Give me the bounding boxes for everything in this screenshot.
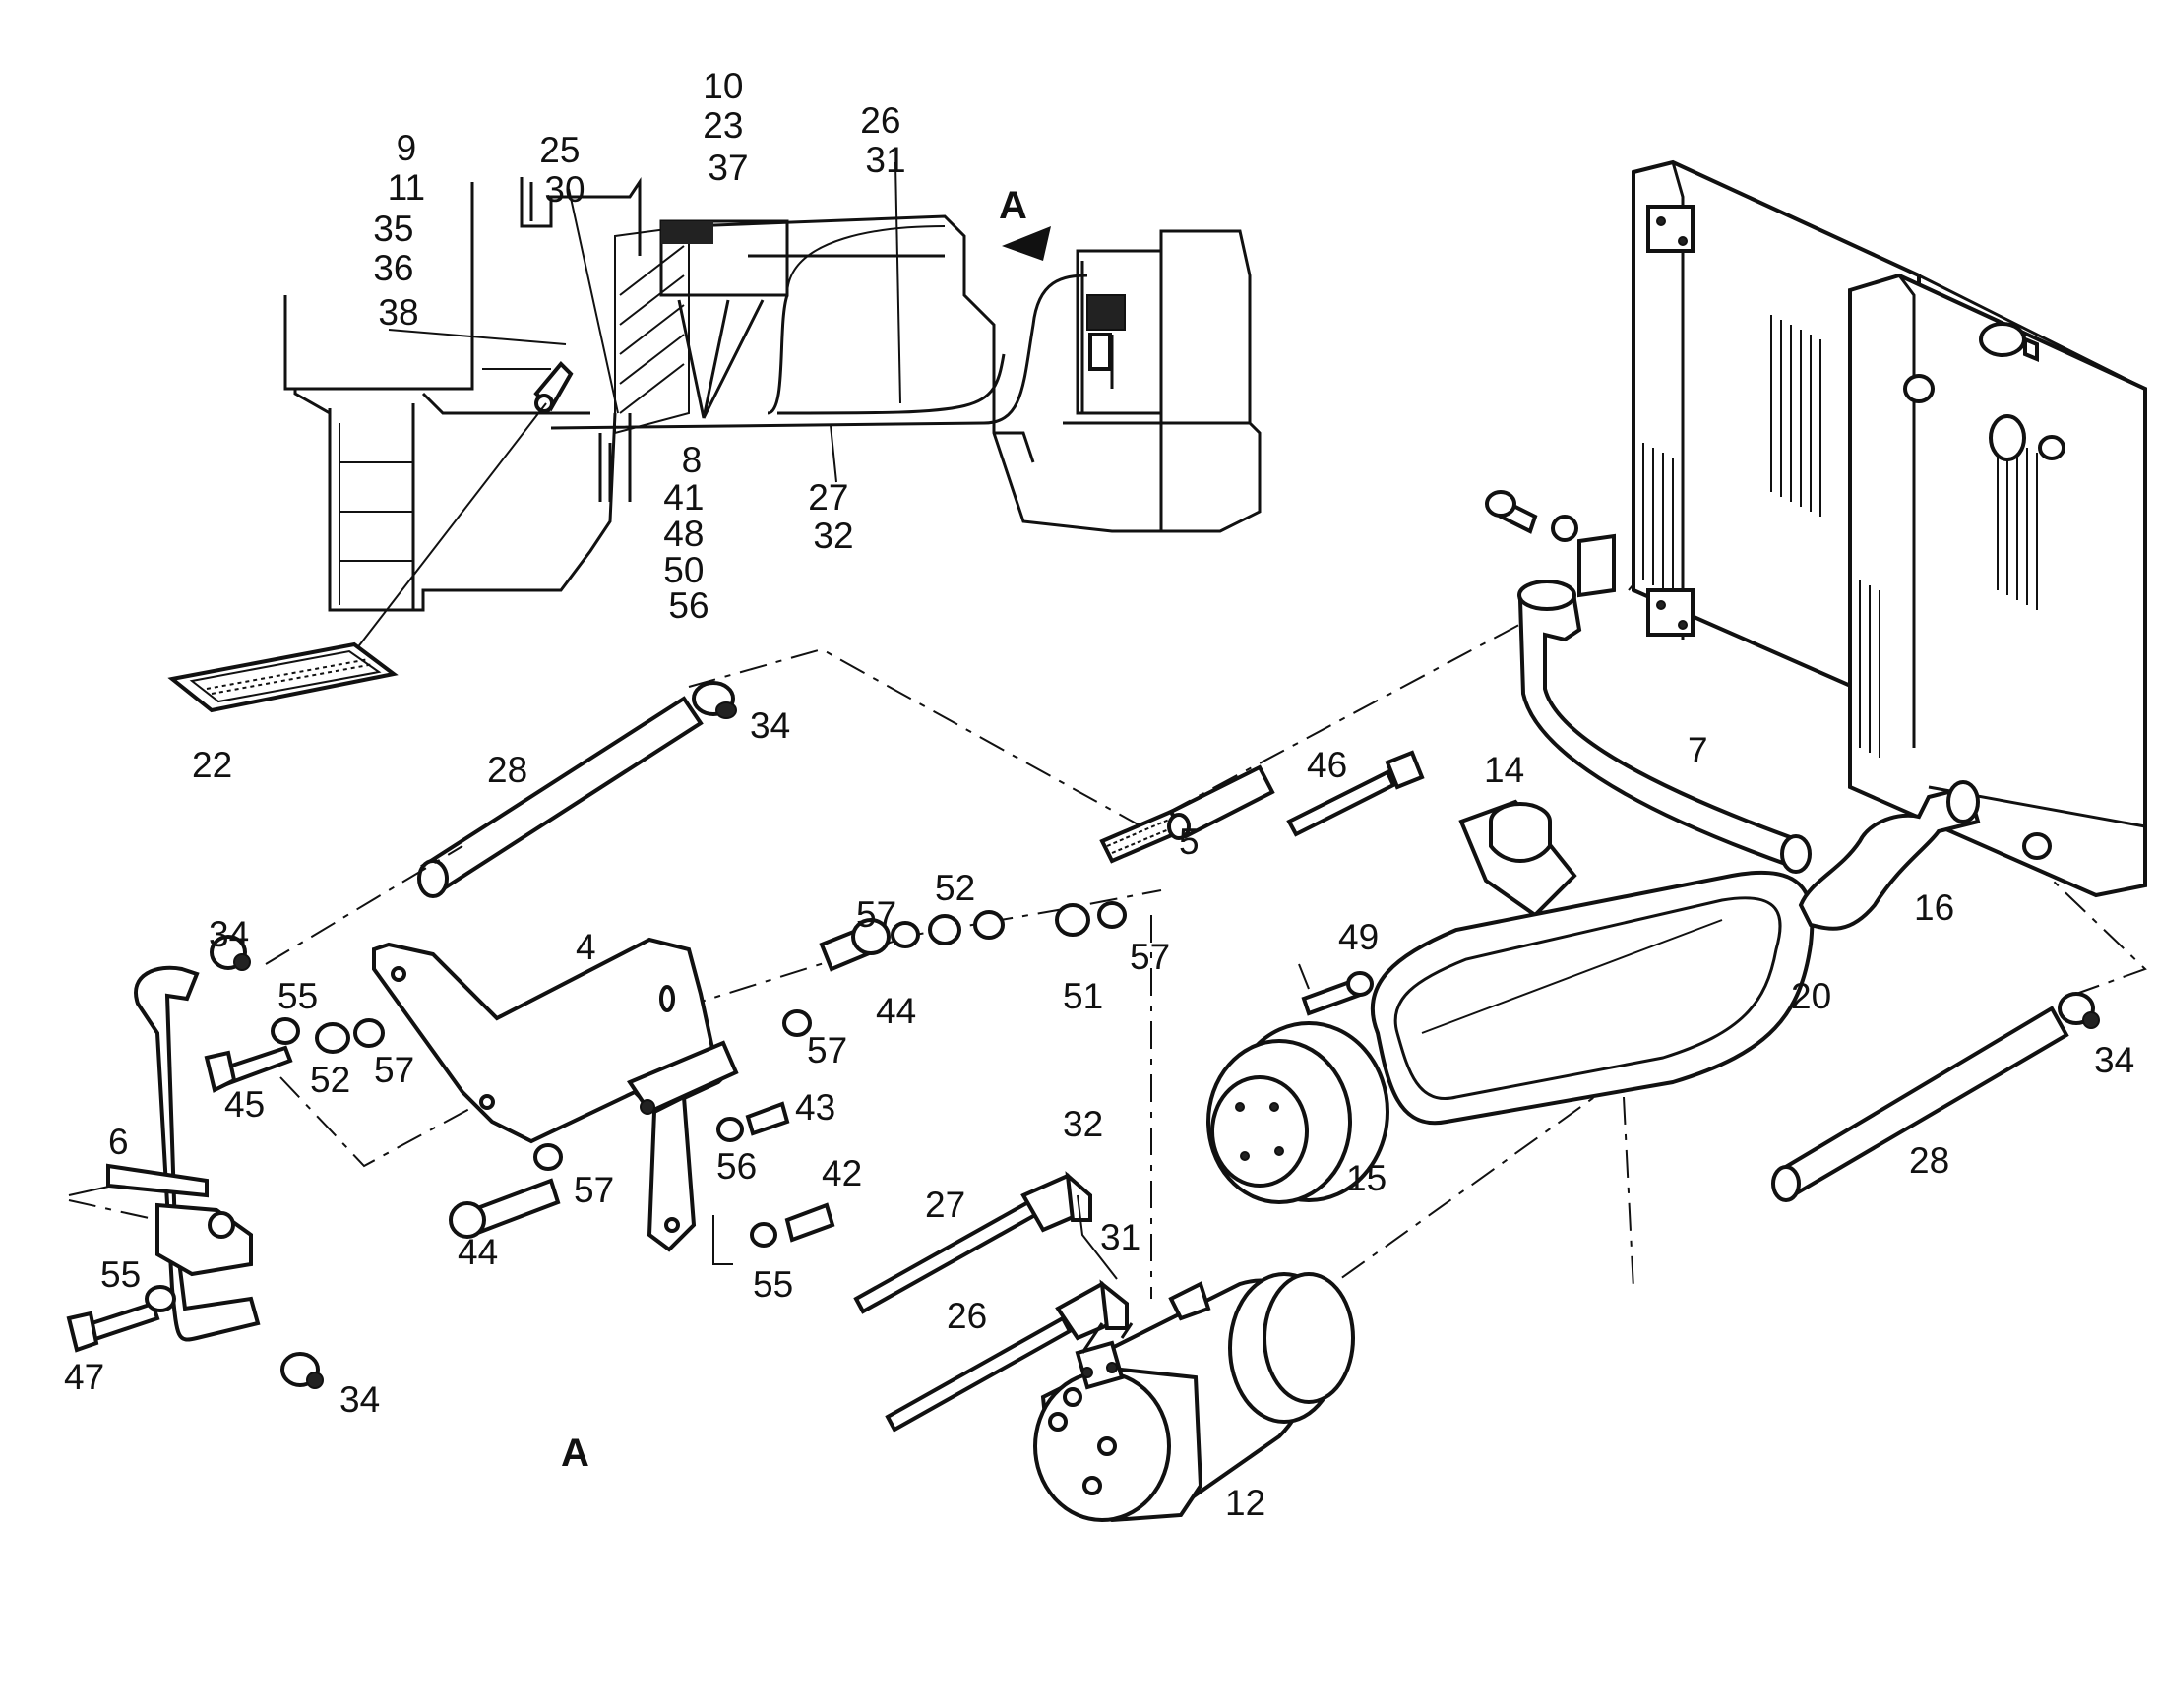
label-22: 22 — [192, 745, 232, 785]
label-57: 57 — [374, 1050, 414, 1090]
pulley-15 — [1206, 1021, 1389, 1204]
label-28: 28 — [487, 750, 527, 790]
fasteners-left — [66, 1017, 385, 1353]
label-32: 32 — [1063, 1104, 1103, 1144]
spacer-5-bolt-46 — [1055, 750, 1425, 937]
hose-16 — [1798, 780, 1981, 931]
label-52: 52 — [935, 868, 975, 908]
label-46: 46 — [1307, 745, 1347, 785]
callout-27-group: 27 32 — [808, 477, 858, 556]
clamp-34-left — [210, 935, 251, 971]
radiator-pipe-7 — [1517, 580, 1812, 874]
hose-28-left — [417, 696, 704, 898]
hose-28-right — [1771, 992, 2100, 1202]
mounting-bracket-4 — [372, 937, 739, 1252]
label-12: 12 — [1225, 1483, 1265, 1523]
compressor-12 — [1033, 1272, 1355, 1523]
misc-leaders — [1077, 1194, 1118, 1280]
radiator-bolt — [1485, 490, 1616, 598]
label-27: 27 — [925, 1185, 965, 1225]
label-49: 49 — [1338, 917, 1379, 957]
clamp-34-bottom — [280, 1352, 324, 1389]
bolt-49 — [1301, 971, 1374, 1016]
belt-20 — [1370, 870, 1815, 1126]
label-55: 55 — [277, 976, 318, 1016]
label-55: 55 — [753, 1264, 793, 1305]
label-56: 56 — [716, 1146, 757, 1187]
label-34: 34 — [339, 1379, 380, 1420]
label-57: 57 — [1130, 937, 1170, 977]
callout-8-group: 8 41 48 50 56 — [663, 440, 713, 626]
label-34: 34 — [750, 705, 790, 746]
label-44: 44 — [458, 1232, 498, 1272]
label-51: 51 — [1063, 976, 1103, 1016]
pipe-6 — [68, 965, 261, 1342]
clamp-34-top — [692, 681, 737, 719]
label-34: 34 — [2094, 1040, 2134, 1080]
label-28: 28 — [1909, 1140, 1949, 1181]
callout-25-group: 25 30 — [539, 130, 589, 210]
label-57: 57 — [856, 894, 896, 935]
view-marker-a: A — [561, 1432, 589, 1475]
callout-26-group: 26 31 — [860, 100, 910, 180]
air-filter-part — [167, 641, 399, 713]
label-16: 16 — [1914, 887, 1954, 928]
fasteners-mid — [449, 910, 1005, 1265]
label-4: 4 — [576, 927, 596, 967]
label-52: 52 — [310, 1060, 350, 1100]
cap-part-14 — [1458, 799, 1577, 918]
label-43: 43 — [795, 1087, 835, 1128]
label-57: 57 — [807, 1030, 847, 1070]
label-7: 7 — [1688, 730, 1708, 770]
label-42: 42 — [822, 1153, 862, 1193]
label-5: 5 — [1179, 822, 1200, 862]
label-45: 45 — [224, 1084, 265, 1125]
label-14: 14 — [1484, 750, 1524, 790]
label-44: 44 — [876, 991, 916, 1031]
cab-chassis-illustration — [283, 177, 1262, 612]
label-47: 47 — [64, 1357, 104, 1397]
label-31: 31 — [1100, 1217, 1140, 1257]
callout-labels: 9 11 35 36 38 25 30 10 23 37 26 31 8 41 … — [64, 66, 2134, 1523]
label-6: 6 — [108, 1122, 129, 1162]
callout-10-group: 10 23 37 — [703, 66, 753, 188]
label-20: 20 — [1791, 976, 1831, 1016]
radiator-assembly — [1632, 159, 2147, 898]
callout-9-group: 9 11 35 36 38 — [373, 128, 435, 333]
section-marker-a: A — [999, 184, 1027, 227]
label-15: 15 — [1346, 1158, 1387, 1198]
label-55: 55 — [100, 1254, 141, 1295]
label-26: 26 — [947, 1296, 987, 1336]
leader-lines — [329, 161, 901, 685]
label-57: 57 — [574, 1170, 614, 1210]
label-34: 34 — [209, 914, 249, 954]
